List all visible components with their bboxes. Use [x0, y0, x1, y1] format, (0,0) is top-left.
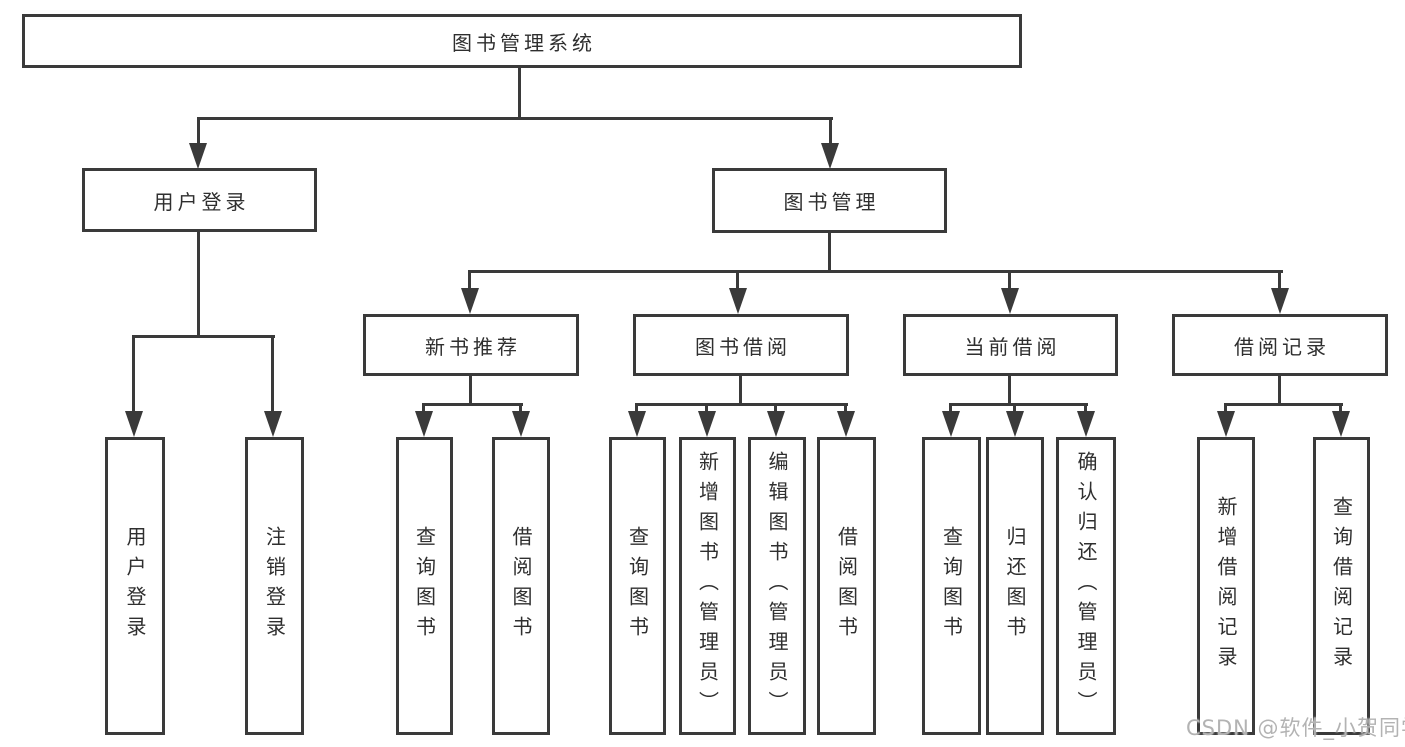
- node-label: 确认归还（管理员）: [1074, 451, 1098, 721]
- arrow-down-icon: [628, 411, 646, 437]
- connector-line: [739, 376, 742, 406]
- arrow-down-icon: [729, 288, 747, 314]
- leaf-query-books-recommend: 查询图书: [396, 437, 453, 735]
- node-borrowing-records: 借阅记录: [1172, 314, 1388, 376]
- connector-line: [1084, 403, 1087, 413]
- connector-line: [519, 403, 522, 413]
- node-label: 借阅图书: [509, 526, 533, 646]
- node-label: 图书借阅: [695, 334, 791, 359]
- node-label: 借阅图书: [834, 526, 859, 646]
- node-label: 归还图书: [1003, 526, 1027, 646]
- connector-line: [422, 403, 425, 413]
- connector-line: [422, 403, 523, 406]
- connector-line: [1008, 376, 1011, 406]
- connector-line: [197, 117, 200, 147]
- node-label: 新增图书（管理员）: [695, 451, 720, 721]
- connector-line: [705, 403, 708, 413]
- node-label: 借阅记录: [1234, 334, 1330, 359]
- leaf-query-books-current: 查询图书: [922, 437, 981, 735]
- leaf-user-login: 用户登录: [105, 437, 165, 735]
- arrow-down-icon: [264, 411, 282, 437]
- arrow-down-icon: [125, 411, 143, 437]
- node-new-book-recommend: 新书推荐: [363, 314, 579, 376]
- arrow-down-icon: [837, 411, 855, 437]
- node-label: 新书推荐: [425, 334, 521, 359]
- connector-line: [949, 403, 1088, 406]
- node-label: 注销登录: [262, 526, 287, 646]
- node-label: 查询图书: [939, 526, 964, 646]
- node-root-library-management-system: 图书管理系统: [22, 14, 1022, 68]
- connector-line: [518, 68, 521, 120]
- connector-line: [1224, 403, 1343, 406]
- node-label: 图书管理: [783, 190, 880, 214]
- node-label: 新增借阅记录: [1214, 496, 1238, 676]
- node-label: 用户登录: [153, 189, 250, 214]
- connector-line: [1224, 403, 1227, 413]
- arrow-down-icon: [1077, 411, 1095, 437]
- leaf-query-books-borrowing: 查询图书: [609, 437, 666, 735]
- connector-line: [1278, 270, 1281, 290]
- connector-line: [132, 335, 135, 415]
- arrow-down-icon: [1217, 411, 1235, 437]
- connector-line: [1339, 403, 1342, 413]
- connector-line: [1008, 270, 1011, 290]
- arrow-down-icon: [461, 288, 479, 314]
- connector-line: [468, 270, 1283, 273]
- leaf-borrow-books-borrowing: 借阅图书: [817, 437, 876, 735]
- arrow-down-icon: [767, 411, 785, 437]
- node-user-login: 用户登录: [82, 168, 317, 232]
- connector-line: [197, 117, 833, 120]
- connector-line: [828, 233, 831, 273]
- arrow-down-icon: [415, 411, 433, 437]
- leaf-return-book: 归还图书: [986, 437, 1044, 735]
- arrow-down-icon: [821, 143, 839, 169]
- csdn-watermark: CSDN @软件_小贺同学: [1186, 716, 1405, 740]
- node-label: 查询借阅记录: [1329, 496, 1354, 676]
- arrow-down-icon: [942, 411, 960, 437]
- connector-line: [468, 270, 471, 290]
- node-label: 当前借阅: [964, 334, 1061, 359]
- leaf-query-borrow-record: 查询借阅记录: [1313, 437, 1370, 735]
- leaf-logout: 注销登录: [245, 437, 304, 735]
- arrow-down-icon: [698, 411, 716, 437]
- arrow-down-icon: [1332, 411, 1350, 437]
- connector-line: [635, 403, 848, 406]
- arrow-down-icon: [189, 143, 207, 169]
- connector-line: [271, 335, 274, 415]
- leaf-add-book-admin: 新增图书（管理员）: [679, 437, 736, 735]
- arrow-down-icon: [1006, 411, 1024, 437]
- node-label: 用户登录: [123, 526, 147, 646]
- connector-line: [635, 403, 638, 413]
- node-label: 查询图书: [625, 526, 650, 646]
- node-label: 查询图书: [412, 526, 437, 646]
- connector-line: [197, 232, 200, 338]
- node-label: 编辑图书（管理员）: [765, 451, 789, 721]
- connector-line: [1278, 376, 1281, 406]
- node-book-management: 图书管理: [712, 168, 947, 233]
- arrow-down-icon: [1271, 288, 1289, 314]
- leaf-confirm-return-admin: 确认归还（管理员）: [1056, 437, 1116, 735]
- leaf-add-borrow-record: 新增借阅记录: [1197, 437, 1255, 735]
- connector-line: [469, 376, 472, 406]
- connector-line: [829, 117, 832, 147]
- connector-line: [774, 403, 777, 413]
- leaf-borrow-books-recommend: 借阅图书: [492, 437, 550, 735]
- connector-line: [132, 335, 275, 338]
- arrow-down-icon: [512, 411, 530, 437]
- connector-line: [949, 403, 952, 413]
- node-label: 图书管理系统: [452, 30, 596, 55]
- arrow-down-icon: [1001, 288, 1019, 314]
- connector-line: [844, 403, 847, 413]
- node-book-borrowing: 图书借阅: [633, 314, 849, 376]
- node-current-borrowing: 当前借阅: [903, 314, 1118, 376]
- connector-line: [736, 270, 739, 290]
- connector-line: [1013, 403, 1016, 413]
- leaf-edit-book-admin: 编辑图书（管理员）: [748, 437, 806, 735]
